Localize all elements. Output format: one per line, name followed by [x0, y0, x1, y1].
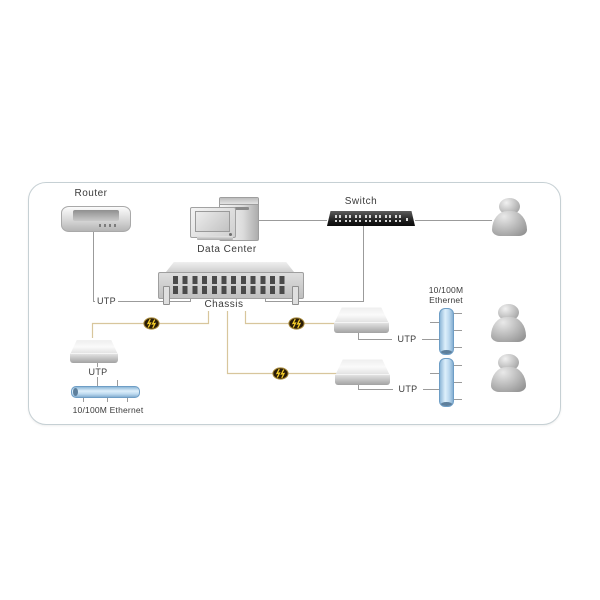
ethernet-label-right-line2: Ethernet [429, 294, 463, 305]
lightning-link-icon [288, 317, 305, 330]
ethernet-segment-cylinder-icon [71, 386, 140, 398]
router-top-panel [73, 210, 119, 221]
user-head [498, 354, 519, 371]
chassis-rack-icon [158, 262, 304, 305]
lightning-link-icon [143, 317, 160, 330]
media-converter-icon [70, 337, 118, 363]
chassis-front-face [158, 272, 304, 305]
utp-label-left: UTP [82, 367, 114, 378]
ethernet-label-left: 10/100M Ethernet [72, 405, 144, 415]
tower-top [220, 198, 258, 205]
converter-front-face [70, 353, 118, 363]
converter-top-face [70, 340, 118, 355]
data-center-monitor-icon [190, 207, 236, 238]
user-icon [492, 198, 527, 236]
converter-front-face [335, 374, 390, 385]
user-head [498, 304, 519, 321]
data-center-label: Data Center [197, 244, 257, 255]
converter-front-face [334, 322, 389, 333]
monitor-base [197, 236, 233, 240]
router-device-icon [61, 206, 131, 232]
converter-top-face [334, 307, 389, 324]
user-icon [491, 354, 526, 392]
chassis-bracket [163, 286, 170, 305]
ethernet-switch-icon [327, 211, 415, 226]
chassis-top-face [165, 262, 295, 273]
switch-port-row [335, 215, 401, 218]
router-label: Router [74, 188, 108, 199]
user-body [492, 211, 527, 236]
converter-top-face [335, 359, 390, 376]
lightning-link-icon [272, 367, 289, 380]
user-icon [491, 304, 526, 342]
utp-label-right-top: UTP [392, 334, 422, 345]
ethernet-label-right: 10/100M Ethernet [416, 285, 476, 306]
ethernet-label-right-line1: 10/100M [428, 285, 464, 295]
media-converter-icon [334, 304, 389, 333]
user-body [491, 317, 526, 342]
user-head [499, 198, 520, 215]
user-body [491, 367, 526, 392]
chassis-module-row [173, 276, 289, 284]
ethernet-segment-cylinder-icon [439, 358, 454, 407]
router-ports [99, 224, 119, 227]
drive-bay [225, 207, 249, 210]
media-converter-icon [335, 356, 390, 385]
chassis-bracket [292, 286, 299, 305]
chassis-label: Chassis [197, 299, 251, 311]
utp-label-router-link: UTP [95, 296, 118, 307]
chassis-module-row [173, 286, 289, 294]
ethernet-segment-cylinder-icon [439, 308, 454, 355]
monitor-power-dot [229, 233, 232, 236]
switch-port-row [335, 219, 401, 222]
utp-label-right-bottom: UTP [393, 384, 423, 395]
monitor-screen [195, 211, 230, 232]
switch-label: Switch [344, 196, 378, 207]
switch-led [405, 218, 408, 221]
